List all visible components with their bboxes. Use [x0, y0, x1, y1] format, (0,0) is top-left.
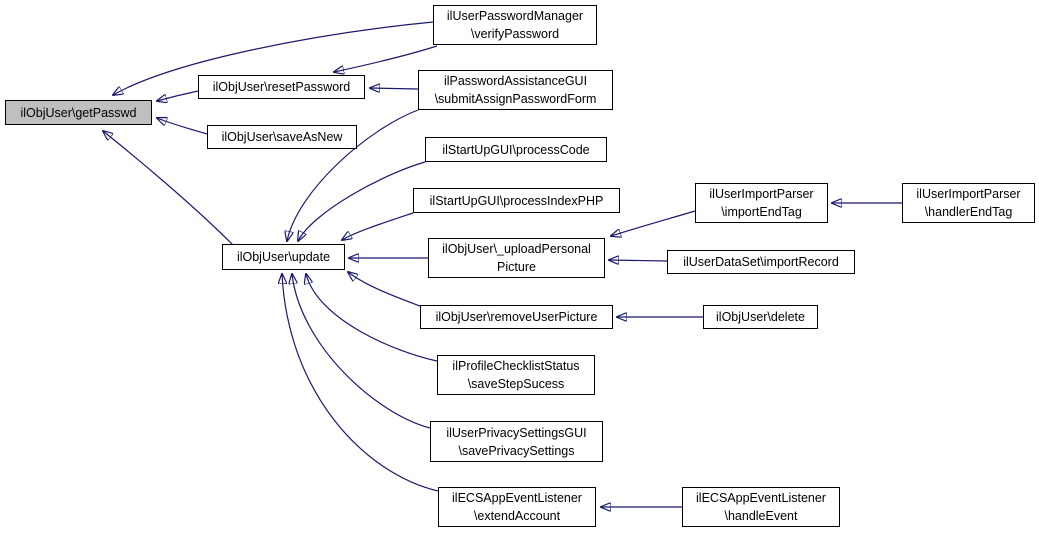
edge-savePrivacySettings-to-update [292, 274, 431, 429]
node-saveAsNew-label: ilObjUser\saveAsNew [221, 130, 343, 144]
node-submitAssignPasswordForm[interactable]: ilPasswordAssistanceGUI \submitAssignPas… [418, 70, 613, 110]
edge-processIndexPHP-to-update [342, 212, 414, 240]
node-handleEvent-label: ilECSAppEventListener \handleEvent [696, 491, 826, 523]
edge-importEndTag-to-uploadPersonalPicture [611, 210, 696, 236]
node-saveAsNew[interactable]: ilObjUser\saveAsNew [207, 125, 357, 149]
node-resetPassword[interactable]: ilObjUser\resetPassword [198, 75, 365, 99]
node-getPasswd-label: ilObjUser\getPasswd [20, 105, 137, 120]
node-handlerEndTag[interactable]: ilUserImportParser \handlerEndTag [902, 183, 1035, 223]
node-submitAssignPasswordForm-label: ilPasswordAssistanceGUI \submitAssignPas… [434, 74, 597, 106]
node-handleEvent[interactable]: ilECSAppEventListener \handleEvent [682, 487, 840, 527]
node-verifyPassword-label: ilUserPasswordManager \verifyPassword [446, 9, 584, 41]
node-extendAccount-label: ilECSAppEventListener \extendAccount [452, 491, 582, 523]
edge-saveAsNew-to-getPasswd [157, 118, 208, 135]
node-importEndTag[interactable]: ilUserImportParser \importEndTag [695, 183, 828, 223]
node-savePrivacySettings[interactable]: ilUserPrivacySettingsGUI \savePrivacySet… [430, 421, 603, 462]
node-importRecord-label: ilUserDataSet\importRecord [683, 255, 839, 269]
node-processIndexPHP[interactable]: ilStartUpGUI\processIndexPHP [413, 188, 620, 213]
node-saveStepSucess[interactable]: ilProfileChecklistStatus \saveStepSucess [437, 355, 595, 395]
node-importRecord[interactable]: ilUserDataSet\importRecord [667, 250, 855, 274]
edge-verifyPassword-to-getPasswd [113, 21, 434, 95]
node-extendAccount[interactable]: ilECSAppEventListener \extendAccount [438, 487, 596, 527]
edge-submitAssignPasswordForm-to-resetPassword [370, 88, 419, 89]
node-handlerEndTag-label: ilUserImportParser \handlerEndTag [916, 187, 1021, 219]
node-update-label: ilObjUser\update [236, 250, 331, 264]
node-processCode[interactable]: ilStartUpGUI\processCode [425, 137, 607, 162]
node-getPasswd: ilObjUser\getPasswd [5, 100, 152, 125]
edge-resetPassword-to-getPasswd [157, 90, 199, 101]
node-verifyPassword[interactable]: ilUserPasswordManager \verifyPassword [433, 5, 597, 45]
node-removeUserPicture[interactable]: ilObjUser\removeUserPicture [420, 305, 613, 329]
node-processCode-label: ilStartUpGUI\processCode [442, 142, 590, 157]
node-importEndTag-label: ilUserImportParser \importEndTag [709, 187, 814, 219]
node-savePrivacySettings-label: ilUserPrivacySettingsGUI \savePrivacySet… [446, 425, 587, 458]
node-resetPassword-label: ilObjUser\resetPassword [212, 80, 351, 94]
edge-extendAccount-to-update [282, 274, 439, 492]
edge-verifyPassword-to-resetPassword [334, 45, 438, 72]
node-processIndexPHP-label: ilStartUpGUI\processIndexPHP [429, 193, 604, 208]
edge-submitAssignPasswordForm-to-update [287, 109, 419, 241]
node-uploadPersonalPicture-label: ilObjUser\_uploadPersonal Picture [442, 242, 591, 274]
edge-importRecord-to-uploadPersonalPicture [609, 260, 668, 261]
node-update[interactable]: ilObjUser\update [222, 244, 345, 270]
node-delete-label: ilObjUser\delete [716, 310, 805, 324]
node-removeUserPicture-label: ilObjUser\removeUserPicture [435, 310, 598, 324]
node-uploadPersonalPicture[interactable]: ilObjUser\_uploadPersonal Picture [428, 238, 605, 278]
edge-processCode-to-update [298, 161, 426, 241]
node-saveStepSucess-label: ilProfileChecklistStatus \saveStepSucess [452, 359, 580, 391]
node-delete[interactable]: ilObjUser\delete [703, 305, 818, 329]
edge-saveStepSucess-to-update [306, 274, 438, 362]
edge-removeUserPicture-to-update [348, 272, 421, 307]
edge-update-to-getPasswd [103, 131, 234, 246]
